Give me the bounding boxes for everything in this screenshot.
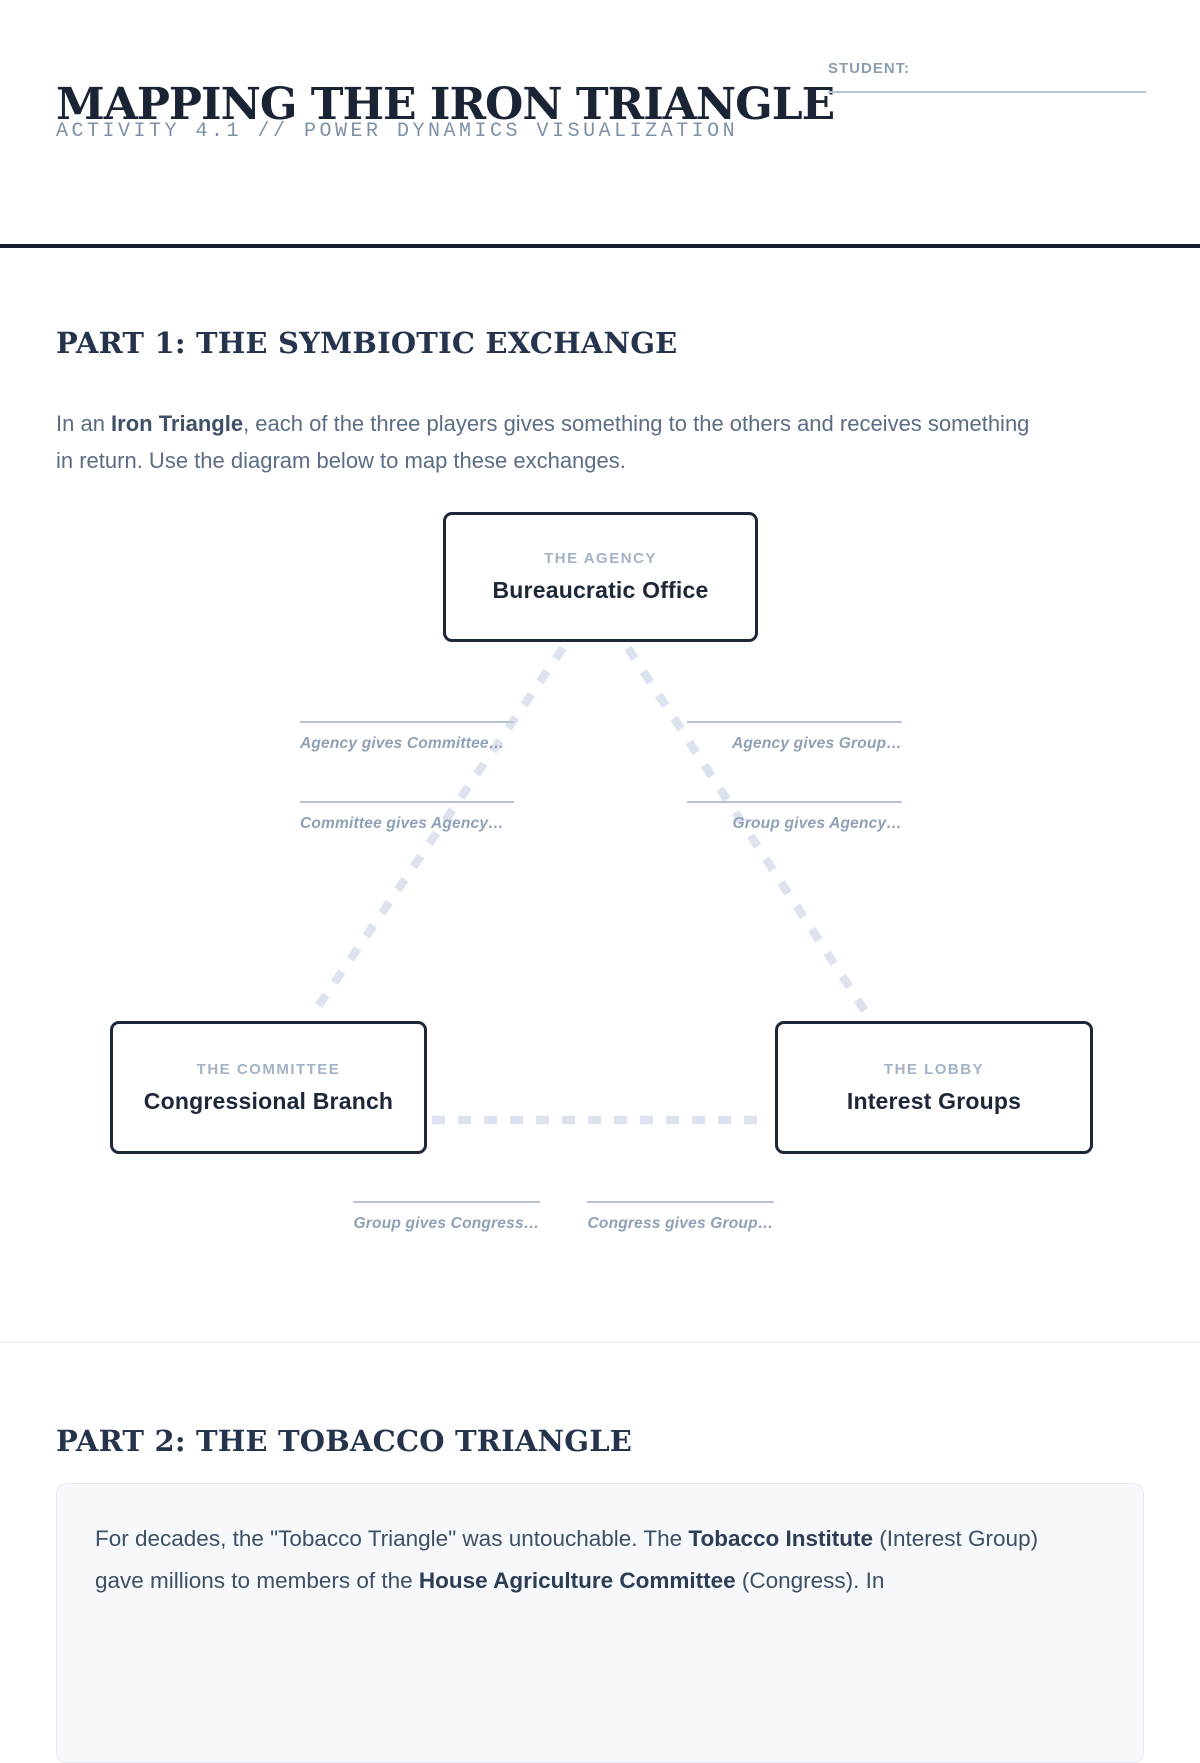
- answer-blank-group-gives-agency[interactable]: [687, 801, 902, 811]
- node-agency-name: Bureaucratic Office: [492, 577, 709, 603]
- scenario-text: (Congress). In: [735, 1568, 885, 1593]
- part1-heading: PART 1: THE SYMBIOTIC EXCHANGE: [56, 326, 678, 361]
- blank-congress-gives-group: Congress gives Group…: [587, 1201, 774, 1233]
- intro-bold-term: Iron Triangle: [111, 411, 244, 436]
- part2-heading: PART 2: THE TOBACCO TRIANGLE: [56, 1424, 633, 1459]
- part1-intro: In an Iron Triangle, each of the three p…: [56, 406, 1036, 480]
- node-committee-kicker: THE COMMITTEE: [196, 1060, 341, 1078]
- student-label: STUDENT:: [828, 60, 911, 77]
- answer-blank-committee-gives-agency[interactable]: [300, 801, 514, 811]
- iron-triangle-diagram: THE AGENCY Bureaucratic Office THE COMMI…: [0, 470, 1200, 1260]
- scenario-text: For decades, the "Tobacco Triangle" was …: [95, 1526, 689, 1551]
- blank-label: Agency gives Committee…: [300, 735, 505, 752]
- node-agency-kicker: THE AGENCY: [544, 550, 657, 567]
- node-committee-name: Congressional Branch: [143, 1087, 394, 1114]
- blank-label: Committee gives Agency…: [300, 815, 504, 832]
- blank-label: Agency gives Group…: [731, 735, 902, 752]
- blank-label: Group gives Agency…: [732, 815, 902, 832]
- blank-label: Group gives Congress…: [353, 1215, 540, 1232]
- answer-blank-agency-gives-committee[interactable]: [300, 721, 514, 731]
- scenario-bold-house-ag-committee: House Agriculture Committee: [418, 1568, 736, 1593]
- blank-committee-gives-agency: Committee gives Agency…: [300, 801, 514, 833]
- intro-text: , each of the three players gives someth…: [56, 411, 1030, 473]
- edge-agency-lobby: [624, 645, 871, 1017]
- blank-agency-gives-committee: Agency gives Committee…: [300, 721, 514, 753]
- blank-group-gives-agency: Group gives Agency…: [687, 801, 902, 833]
- part2-paragraph: For decades, the "Tobacco Triangle" was …: [95, 1518, 1047, 1602]
- answer-blank-congress-gives-group[interactable]: [587, 1201, 774, 1211]
- page-title: MAPPING THE IRON TRIANGLE: [56, 79, 835, 131]
- page-subtitle: ACTIVITY 4.1 // POWER DYNAMICS VISUALIZA…: [56, 120, 739, 143]
- answer-blank-agency-gives-group[interactable]: [687, 721, 902, 731]
- node-lobby: THE LOBBY Interest Groups: [775, 1021, 1093, 1154]
- node-lobby-kicker: THE LOBBY: [883, 1060, 985, 1078]
- section-divider: [0, 1341, 1200, 1343]
- blank-group-gives-congress: Group gives Congress…: [353, 1201, 540, 1233]
- worksheet-page: { "header": { "title": "MAPPING THE IRON…: [0, 60, 1200, 1763]
- blank-agency-gives-group: Agency gives Group…: [687, 721, 902, 753]
- part2-scenario-card: For decades, the "Tobacco Triangle" was …: [56, 1483, 1144, 1763]
- scenario-bold-tobacco-institute: Tobacco Institute: [688, 1526, 874, 1551]
- scenario-text: (Interest Group) gave millions to member…: [95, 1526, 1039, 1593]
- edge-agency-committee: [309, 645, 567, 1017]
- intro-text: In an: [56, 411, 112, 436]
- blank-label: Congress gives Group…: [587, 1215, 774, 1232]
- node-lobby-name: Interest Groups: [846, 1087, 1022, 1114]
- header-rule: [0, 244, 1200, 248]
- triangle-edges: [309, 645, 871, 1125]
- node-agency: THE AGENCY Bureaucratic Office: [443, 512, 758, 642]
- node-committee: THE COMMITTEE Congressional Branch: [110, 1021, 427, 1154]
- student-name-field[interactable]: [828, 91, 1146, 103]
- answer-blank-group-gives-congress[interactable]: [353, 1201, 540, 1211]
